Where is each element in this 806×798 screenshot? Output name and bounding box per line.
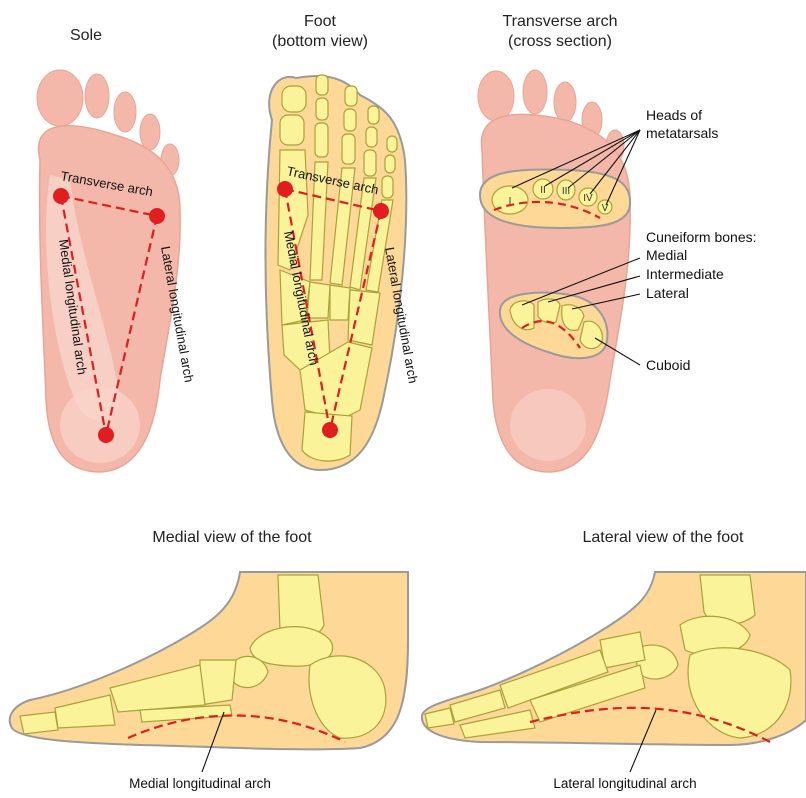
- medial-cuneiform: [200, 660, 236, 705]
- sole-point-fifth-metatarsal: [149, 208, 165, 224]
- label-metatarsals: metatarsals: [646, 125, 718, 141]
- title-foot: Foot: [304, 13, 337, 30]
- metatarsal-cross-section: I II III IV V: [480, 169, 630, 228]
- label-cuneiform-lateral: Lateral: [646, 285, 689, 301]
- foot-point-first-metatarsal: [277, 181, 293, 197]
- caption-medial-arch: Medial longitudinal arch: [129, 776, 271, 791]
- numeral-5: V: [602, 203, 609, 214]
- numeral-2: II: [540, 185, 546, 196]
- title-sole: Sole: [70, 27, 102, 44]
- label-cuneiform-bones: Cuneiform bones:: [646, 229, 757, 245]
- numeral-4: IV: [583, 193, 593, 204]
- title-foot-subtitle: (bottom view): [272, 33, 368, 50]
- distal-phalanx: [20, 712, 58, 734]
- sole-illustration: [37, 70, 180, 472]
- caption-lateral-arch: Lateral longitudinal arch: [553, 776, 696, 791]
- lateral-view-illustration: [422, 572, 806, 772]
- foot-point-fifth-metatarsal: [373, 203, 389, 219]
- title-transverse-arch: Transverse arch: [503, 13, 618, 30]
- sole-point-heel: [98, 427, 114, 443]
- label-cuneiform-intermediate: Intermediate: [646, 266, 724, 282]
- title-medial-view: Medial view of the foot: [152, 529, 312, 546]
- sole-point-first-metatarsal: [53, 188, 69, 204]
- foot-point-heel: [322, 422, 338, 438]
- title-transverse-subtitle: (cross section): [508, 33, 612, 50]
- medial-view-illustration: [10, 572, 408, 772]
- label-heads-of: Heads of: [646, 107, 702, 123]
- intermediate-cuneiform: [538, 299, 560, 323]
- label-cuboid: Cuboid: [646, 357, 690, 373]
- label-cuneiform-medial: Medial: [646, 247, 687, 263]
- title-lateral-view: Lateral view of the foot: [583, 529, 745, 546]
- foot-bottom-illustration: [266, 75, 407, 470]
